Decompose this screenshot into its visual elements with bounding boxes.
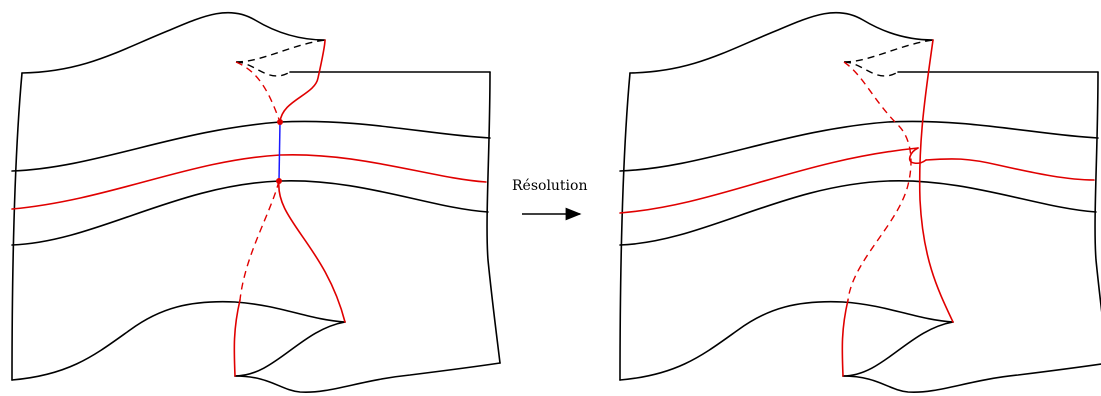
right-band-upper <box>619 120 1099 172</box>
right-band-lower <box>619 180 1097 246</box>
right-right-edge <box>1094 71 1101 313</box>
right-left-edge <box>619 72 631 381</box>
right-band-red-curve-right <box>925 158 1095 181</box>
right-band-red-curve-jog <box>908 147 927 165</box>
left-blue-segment <box>278 121 281 182</box>
right-surface <box>619 11 1101 393</box>
left-intersection-bottom <box>276 178 282 184</box>
left-red-lower-dashed <box>239 180 280 301</box>
left-red-lowest-solid <box>233 299 241 377</box>
left-band <box>11 120 491 246</box>
right-red-dashed <box>843 61 912 301</box>
left-upper-fold-dashed-a <box>235 39 326 63</box>
right-surface-outline <box>619 11 1101 393</box>
left-upper-fold-dashed-b <box>235 61 291 77</box>
left-band-lower <box>11 180 489 246</box>
left-red-upper-dashed <box>235 61 281 123</box>
left-top-edge <box>21 11 326 74</box>
left-left-edge <box>11 72 23 381</box>
left-red-upper-solid <box>279 39 326 123</box>
left-red-lower-solid <box>278 180 346 323</box>
right-lower-fold <box>842 321 954 377</box>
right-red-lowest-solid <box>841 299 849 377</box>
left-surface-outline <box>11 11 501 393</box>
arrow-label: Résolution <box>512 178 588 194</box>
left-band-upper <box>11 120 491 172</box>
left-lower-fold <box>234 321 346 377</box>
right-vertical-curves <box>841 39 954 377</box>
right-lower-bottom-edge <box>842 363 1101 393</box>
left-bottom-edge <box>11 300 346 381</box>
right-bottom-edge <box>619 300 954 381</box>
left-intersection-top <box>277 119 283 125</box>
left-lower-bottom-edge <box>234 362 501 393</box>
right-band <box>619 120 1099 246</box>
left-band-red-curve <box>11 153 487 210</box>
left-vertical-curves <box>233 39 346 377</box>
right-band-red-curve-left <box>619 147 919 214</box>
right-top-edge <box>629 11 934 74</box>
right-upper-fold-dashed-b <box>843 61 899 77</box>
right-red-solid <box>918 39 954 323</box>
left-surface <box>11 11 501 393</box>
right-upper-fold-dashed-a <box>843 39 934 63</box>
left-right-edge <box>486 71 501 364</box>
